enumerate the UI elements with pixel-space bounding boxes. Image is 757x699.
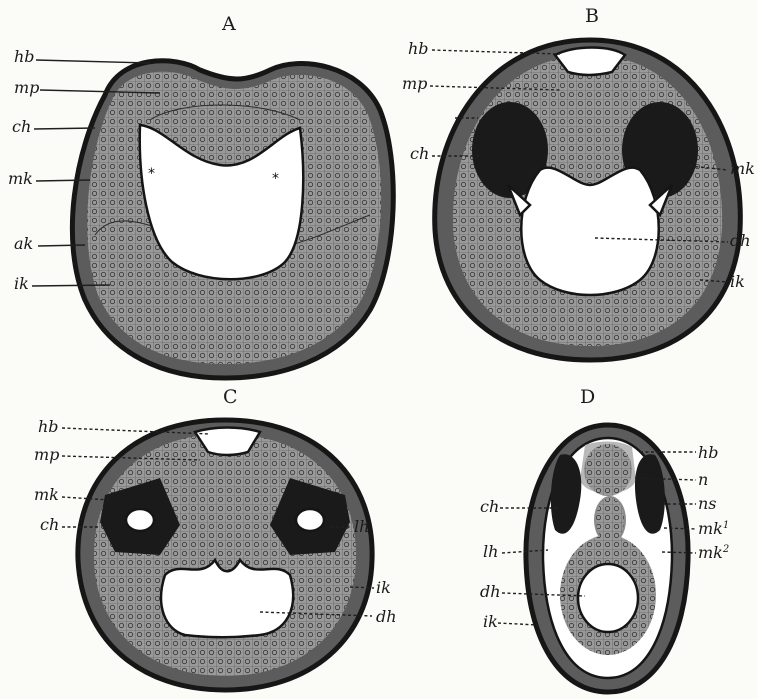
label-c-ik: ik	[376, 578, 391, 597]
label-b-hb: hb	[408, 39, 429, 58]
leader-a-ik	[32, 285, 110, 286]
label-b-ch: ch	[410, 144, 429, 163]
leader-a-ak	[38, 245, 85, 246]
label-d-lh: lh	[483, 542, 498, 561]
label-c-mk: mk	[34, 485, 59, 504]
label-d-mk1-sup: 1	[723, 520, 729, 531]
label-d-hb: hb	[698, 443, 719, 462]
label-a-mk: mk	[8, 169, 33, 188]
panel-d-letter: D	[580, 386, 595, 408]
panel-c-coelom-right	[296, 509, 324, 531]
panel-d-neural-tube-cells	[584, 444, 632, 496]
label-d-mk2: mk2	[698, 543, 729, 562]
leader-a-hb	[36, 60, 150, 63]
label-b-mp: mp	[402, 74, 427, 93]
label-c-ch: ch	[40, 515, 59, 534]
label-d-mk1: mk1	[698, 519, 729, 538]
label-b-dh: dh	[730, 231, 751, 250]
panel-a: A * * hb mp ch mk ak ik	[8, 13, 393, 378]
label-b-ik: ik	[730, 272, 745, 291]
leader-d-ik	[498, 623, 538, 625]
panel-b-letter: B	[585, 5, 599, 27]
leader-a-ch	[34, 128, 95, 129]
panel-a-letter: A	[221, 13, 236, 35]
label-c-hb: hb	[38, 417, 59, 436]
label-d-ik: ik	[483, 612, 498, 631]
panel-c-cell-layer	[94, 434, 356, 676]
panel-b: B hb mp ch mk dh ik	[402, 5, 755, 360]
label-d-ns: ns	[698, 494, 717, 513]
panel-d-gut-lumen	[578, 564, 638, 632]
label-a-ak: ak	[14, 234, 33, 253]
label-d-n: n	[698, 470, 708, 489]
panel-b-gut-cavity	[521, 168, 659, 295]
panel-c-gut-cavity	[161, 560, 293, 637]
panel-d: D hb n ns mk1 mk2 ch lh dh ik	[480, 386, 729, 692]
label-a-hb: hb	[14, 47, 35, 66]
label-c-lh: lh	[354, 517, 369, 536]
label-d-ch: ch	[480, 497, 499, 516]
label-d-mk2-main: mk	[698, 543, 723, 562]
label-c-dh: dh	[376, 607, 397, 626]
panel-a-asterisk-right: *	[272, 171, 279, 187]
leader-a-mk	[36, 180, 90, 181]
panel-c-coelom-left	[126, 509, 154, 531]
label-c-mp: mp	[34, 445, 59, 464]
panel-c-letter: C	[223, 386, 238, 408]
label-d-mk1-main: mk	[698, 519, 723, 538]
label-a-ch: ch	[12, 117, 31, 136]
label-d-mk2-sup: 2	[722, 544, 729, 555]
label-b-mk: mk	[730, 159, 755, 178]
label-d-dh: dh	[480, 582, 501, 601]
label-a-ik: ik	[14, 274, 29, 293]
label-a-mp: mp	[14, 78, 39, 97]
panel-c: C hb mp mk ch lh ik dh	[34, 386, 397, 690]
panel-a-asterisk-left: *	[148, 166, 155, 182]
